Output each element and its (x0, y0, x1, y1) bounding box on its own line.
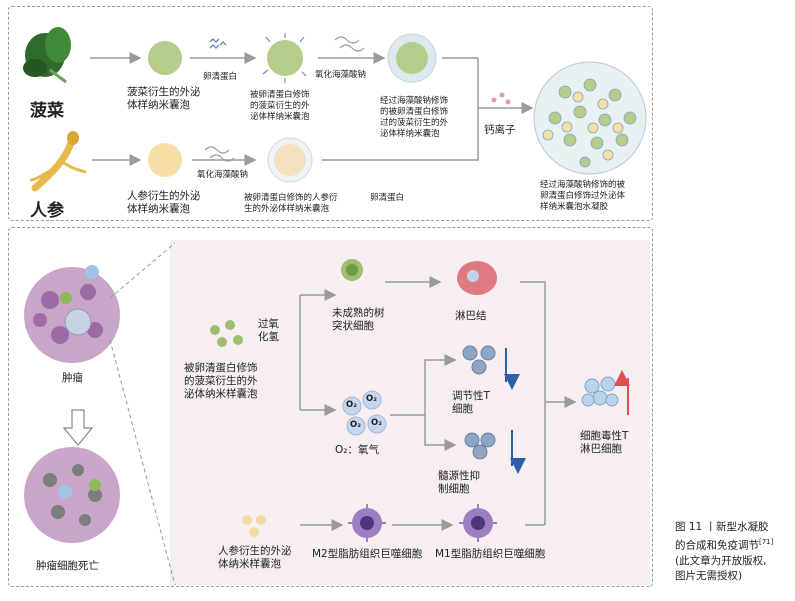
alginate-label-1: 氧化海藻酸钠 (315, 70, 367, 80)
ov-ginseng-label: 被卵清蛋白修饰的人参衍 生的外泌体样纳米囊泡 (244, 193, 338, 214)
mdsc-icon (464, 432, 496, 460)
vesicle-cluster-icon (210, 320, 243, 347)
o2-symbol-4: O₂ (371, 418, 382, 428)
spinach-vesicle-label: 菠菜衍生的外泌 体样纳米囊泡 (127, 86, 201, 111)
tumor-death-icon (24, 447, 120, 543)
mdsc-label: 髓源性抑 制细胞 (438, 470, 480, 495)
lymph-node-icon (457, 261, 497, 295)
m2-label: M2型脂肪组织巨噬细胞 (312, 548, 423, 560)
m2-macrophage-icon (348, 504, 386, 542)
ctl-label: 细胞毒性T 淋巴细胞 (580, 430, 629, 455)
ov-spinach-vesicle-label: 被卵清蛋白修饰 的菠菜衍生的外 泌体纳米样囊泡 (184, 362, 258, 400)
lymph-node-label: 淋巴结 (455, 310, 487, 322)
o2-molecules-icon (342, 390, 387, 436)
caption-line-3: (此文章为开放版权, (675, 554, 767, 567)
hydrogel-label: 经过海藻酸钠修饰的被 卵清蛋白修饰过外泌体 样纳米囊泡水凝胶 (540, 180, 626, 212)
o2-symbol-2: O₂ (366, 394, 377, 404)
ovalbumin-label-1: 卵清蛋白 (203, 72, 238, 82)
ginseng-vesicle-bottom-label: 人参衍生的外泌 体纳米样囊泡 (218, 545, 292, 570)
caption-line-4: 图片无需授权) (675, 569, 743, 582)
ginseng-vesicle (148, 143, 182, 177)
spinach-vesicle (148, 41, 182, 75)
o2-symbol-1: O₂ (346, 400, 357, 410)
oxygen-label: O₂：氧气 (335, 444, 379, 456)
treg-label: 调节性T 细胞 (452, 390, 490, 415)
peroxide-label: 过氧 化氢 (258, 318, 279, 343)
immature-dc-icon (341, 259, 363, 281)
alg-ov-spinach-label: 经过海藻酸钠修饰 的被卵清蛋白修饰 过的菠菜衍生的外 泌体样纳米囊泡 (380, 96, 449, 139)
tumor-icon (24, 265, 120, 363)
calcium-label: 钙离子 (484, 124, 516, 136)
ginseng-label: 人参 (30, 201, 64, 221)
m1-macrophage-icon (459, 504, 497, 542)
caption-line-2: 的合成和免疫调节 (675, 539, 759, 552)
ctl-icon (581, 376, 619, 407)
tumor-label: 肿瘤 (62, 372, 83, 384)
ov-spinach-label: 被卵清蛋白修饰 的菠菜衍生的外 泌体样纳米囊泡 (250, 90, 310, 122)
bottom-panel (8, 227, 653, 587)
mechanism-background (170, 240, 650, 585)
ginseng-icon (29, 131, 87, 192)
hydrogel-icon (533, 61, 647, 175)
ginseng-vesicle-label: 人参衍生的外泌 体样纳米囊泡 (127, 190, 201, 215)
ginseng-vesicle-cluster-icon (242, 515, 266, 537)
figure-caption: 图 11 丨新型水凝胶 的合成和免疫调节[71] (此文章为开放版权, 图片无需… (675, 520, 773, 584)
treg-icon (462, 345, 496, 375)
spinach-label: 菠菜 (30, 101, 64, 121)
ovalbumin-label-2: 卵清蛋白 (370, 193, 405, 203)
top-panel (8, 6, 653, 221)
spinach-icon (23, 27, 71, 84)
caption-line-1: 图 11 丨新型水凝胶 (675, 521, 769, 533)
immature-dc-label: 未成熟的树 突状细胞 (332, 307, 385, 332)
o2-symbol-3: O₂ (350, 420, 361, 430)
tumor-death-label: 肿瘤细胞死亡 (36, 560, 99, 572)
caption-ref: [71] (759, 538, 774, 546)
m1-label: M1型脂肪组织巨噬细胞 (435, 548, 546, 560)
ov-spinach-vesicle (267, 40, 303, 76)
alginate-label-2: 氧化海藻酸钠 (197, 170, 249, 180)
